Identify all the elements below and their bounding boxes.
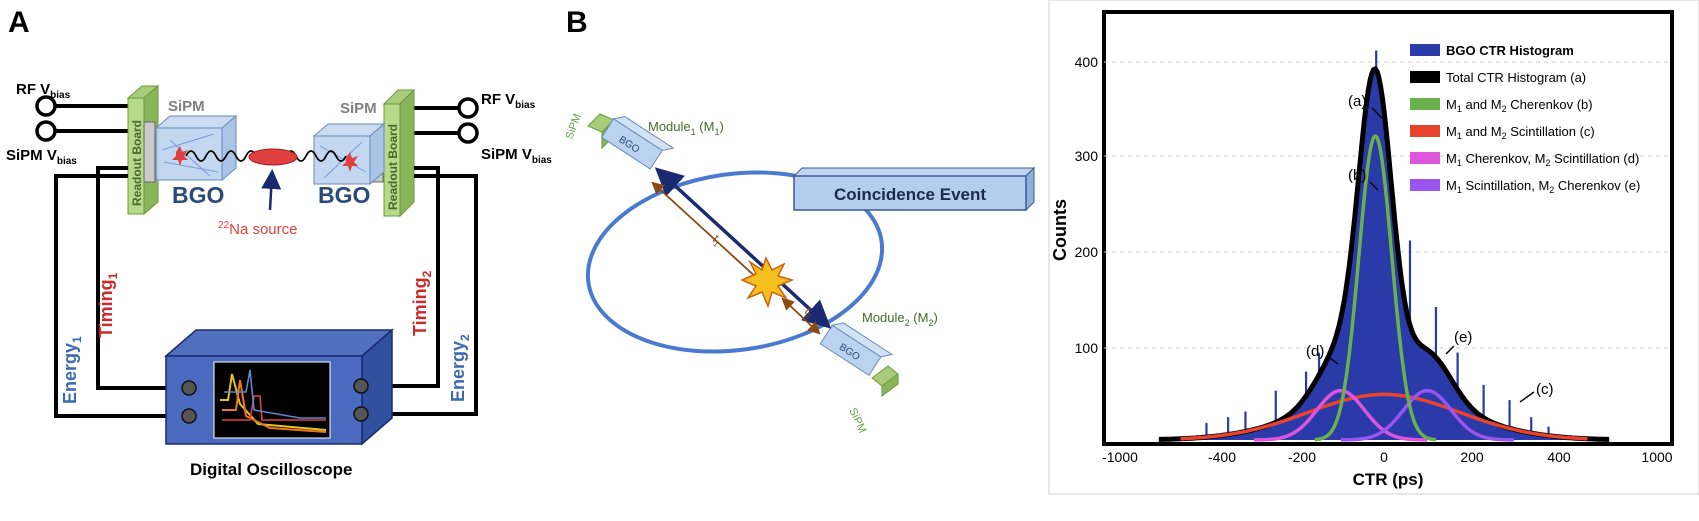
readout-board-left: Readout Board [126,84,160,216]
cherenkov-curve [1314,134,1437,442]
legend-cherenkov-label: M1 and M2 Cherenkov (b) [1446,97,1593,114]
oscilloscope-label: Digital Oscilloscope [190,460,353,479]
panel-a-letter: A [8,6,30,39]
coincidence-box: Coincidence Event [792,166,1036,212]
bgo-crystal-left [154,114,238,182]
annihilation-burst [740,256,795,309]
bgo-crystal-right [312,122,386,186]
panel-b-letter: B [566,6,588,39]
legend-d-label: M1 Cherenkov, M2 Scintillation (d) [1446,151,1639,168]
sipm-terminal-right [457,122,479,144]
panel-b: B BGO SiPM Module1 (M1) BGO SiPM Mo [564,6,1036,435]
x-tick-label: 400 [1547,449,1571,465]
rf-terminal-right [457,97,479,119]
panel-a: A RF Vbias SiPM Vbias RF Vbias SiPM Vbia… [6,6,552,479]
legend-total-label: Total CTR Histogram (a) [1446,70,1586,85]
panel-c: Counts CTR (ps) (a) (b) (c) (d) (e) BGO … [1048,0,1699,495]
y-tick-label: 400 [1075,54,1099,70]
y-tick-label: 100 [1075,340,1099,356]
module1-label: Module1 (M1) [648,119,724,137]
energy1-label: Energy1 [60,336,84,404]
annotation-d: (d) [1306,343,1324,360]
histogram-fill [1158,69,1610,440]
na-source [248,148,298,166]
sipm-left-label: SiPM [168,98,205,115]
module1: BGO SiPM Module1 (M1) [564,112,724,170]
na-source-label: 22Na source [218,220,298,238]
t1-arrow [651,181,773,293]
coincidence-label: Coincidence Event [834,185,986,204]
x-tick-label: -1000 [1102,449,1138,465]
annotation-e: (e) [1454,329,1472,346]
sipm-right-label: SiPM [340,100,377,117]
x-tick-label: -400 [1208,449,1236,465]
energy2-label: Energy2 [448,334,472,402]
curve-e [1340,388,1514,442]
legend-swatch-total [1410,71,1440,83]
legend-swatch-e [1410,179,1440,191]
module2-label: Module2 (M2) [862,310,938,328]
t2-arrow [781,297,821,335]
rf-vbias-left-label: RF Vbias [16,81,71,101]
y-axis-label: Counts [1050,199,1070,261]
curve-d [1254,388,1428,442]
oscilloscope [163,328,395,446]
sipm-top-label: SiPM [564,112,584,141]
legend-swatch-scint [1410,125,1440,137]
x-tick-label: 0 [1380,449,1388,465]
legend: BGO CTR Histogram Total CTR Histogram (a… [1410,43,1640,195]
timing2-label: Timing2 [410,270,434,336]
bgo-left-label: BGO [172,182,224,208]
right-bias-terminals: RF Vbias SiPM Vbias [412,91,552,166]
sipm-bottom-label: SiPM [846,406,868,435]
y-tick-label: 300 [1075,148,1099,164]
x-tick-label: 1000 [1641,449,1672,465]
x-tick-label: -200 [1288,449,1316,465]
timing1-label: Timing1 [96,272,120,338]
legend-swatch-d [1410,152,1440,164]
x-axis-label: CTR (ps) [1353,470,1424,489]
annotation-b: (b) [1348,167,1366,184]
x-tick-label: 200 [1460,449,1484,465]
readout-right-label: Readout Board [386,124,400,210]
legend-histogram-label: BGO CTR Histogram [1446,43,1574,58]
sipm-terminal-left [35,120,57,142]
annotation-a: (a) [1348,93,1366,110]
module2: BGO SiPM Module2 (M2) [819,310,938,435]
left-bias-terminals: RF Vbias SiPM Vbias [6,81,138,167]
rf-vbias-right-label: RF Vbias [481,91,536,111]
sipm-vbias-left-label: SiPM Vbias [6,147,77,167]
annotation-c: (c) [1536,381,1554,398]
legend-swatch-cherenkov [1410,98,1440,110]
sipm-vbias-right-label: SiPM Vbias [481,146,552,166]
legend-e-label: M1 Scintillation, M2 Cherenkov (e) [1446,178,1640,195]
scintillation-curve [1180,392,1588,441]
chart-layer [1158,50,1610,442]
legend-scint-label: M1 and M2 Scintillation (c) [1446,124,1595,141]
tick-labels: -1000 -400 -200 0 200 400 1000 100 200 3… [1075,54,1673,465]
y-tick-label: 200 [1075,244,1099,260]
readout-left-label: Readout Board [130,120,144,206]
legend-swatch-histogram [1410,44,1440,56]
rf-terminal-left [35,95,57,117]
bgo-right-label: BGO [318,182,370,208]
oscilloscope-traces [220,369,327,433]
